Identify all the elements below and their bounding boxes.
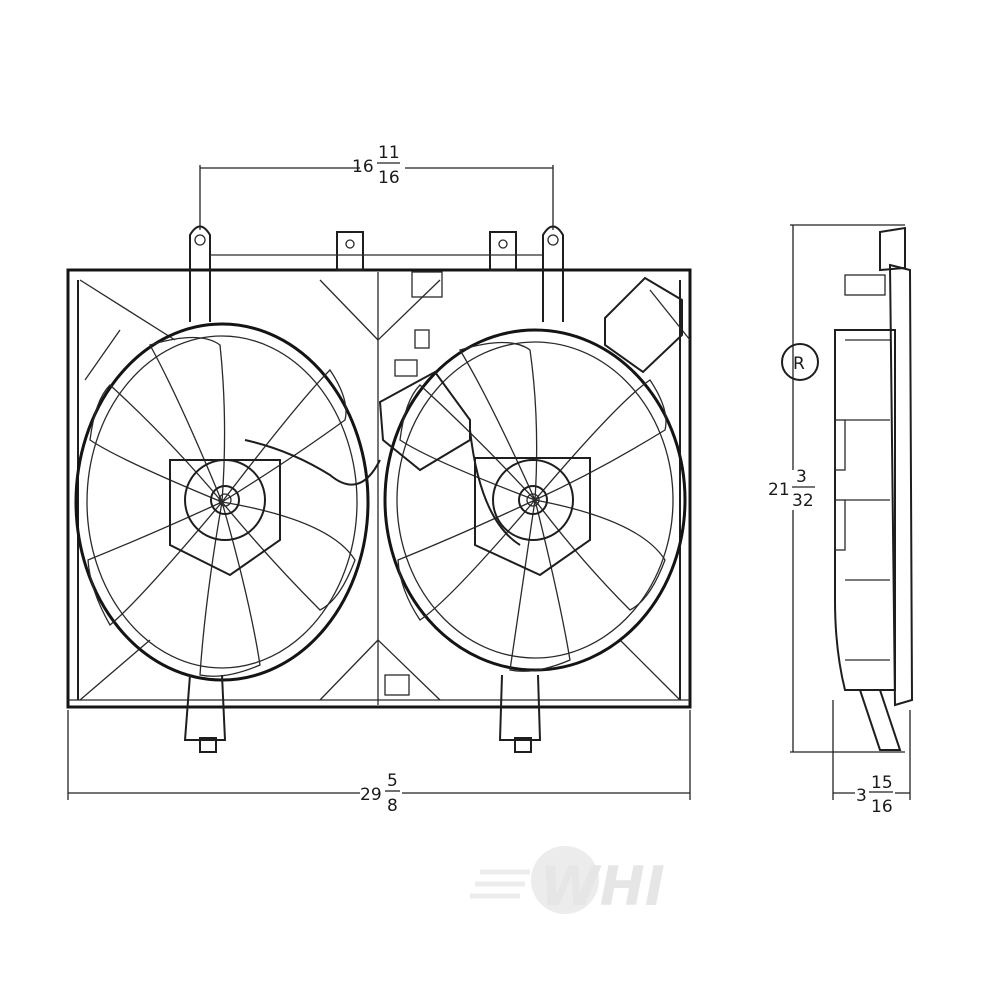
dimension-top-span: 16 11 16 [199, 143, 554, 230]
wire-right [469, 429, 521, 546]
svg-text:11: 11 [378, 143, 400, 163]
dimension-overall-width: 29 5 8 [67, 710, 691, 816]
svg-text:8: 8 [387, 796, 398, 816]
dimension-depth: 3 15 16 [832, 700, 911, 817]
shroud-ribs [79, 279, 691, 701]
svg-text:15: 15 [871, 773, 893, 793]
watermark-logo: WHI [470, 846, 665, 918]
svg-text:16: 16 [378, 168, 400, 188]
side-view [834, 226, 914, 751]
left-fan-blades [87, 336, 356, 677]
svg-text:21: 21 [768, 480, 790, 500]
resistor-module [378, 329, 471, 472]
mounting-tabs [189, 225, 564, 322]
dimension-overall-height: 21 3 32 [768, 224, 905, 753]
svg-text:R: R [793, 354, 805, 374]
svg-text:5: 5 [387, 771, 398, 791]
svg-text:16: 16 [871, 797, 893, 817]
svg-text:3: 3 [856, 786, 867, 806]
registered-mark: R [781, 343, 819, 381]
watermark-text: WHI [540, 855, 665, 918]
svg-text:3: 3 [796, 467, 807, 487]
wire-left [244, 439, 381, 486]
label-plate [604, 276, 683, 374]
front-view [66, 225, 692, 753]
svg-text:16: 16 [352, 157, 374, 177]
shroud-frame [66, 268, 692, 709]
bottom-connectors [183, 674, 542, 753]
right-fan [383, 328, 687, 672]
svg-text:29: 29 [360, 785, 382, 805]
right-fan-blades [397, 341, 667, 672]
left-fan [74, 322, 370, 682]
svg-text:32: 32 [792, 491, 814, 511]
